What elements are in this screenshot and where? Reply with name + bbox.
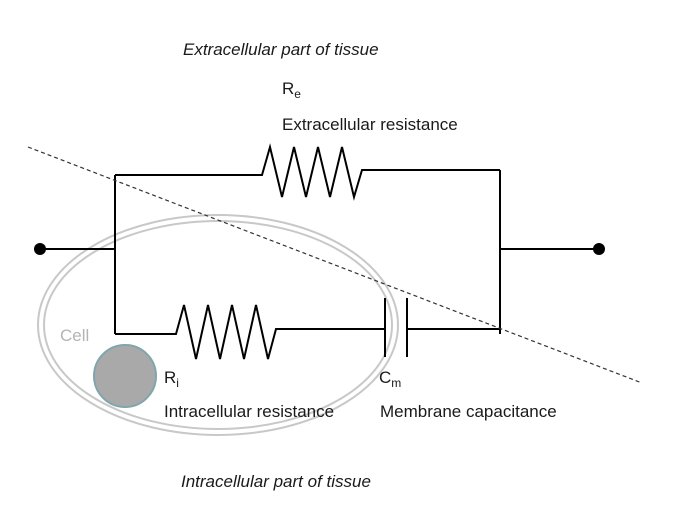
intracellular-region-label: Intracellular part of tissue [181,472,371,491]
cell-membrane [37,214,399,436]
membrane-capacitance-label: Membrane capacitance [380,402,557,421]
right-terminal [593,243,605,255]
extracellular-region-label: Extracellular part of tissue [183,40,379,59]
re-label: Re [282,79,301,101]
nucleus [93,344,157,408]
cell-label: Cell [60,326,89,345]
ri-label: Ri [164,368,179,390]
cm-label: Cm [379,368,401,390]
extracellular-resistance-label: Extracellular resistance [282,115,458,134]
tissue-divider [27,146,643,384]
intracellular-resistor [115,304,385,360]
extracellular-resistor [115,143,500,201]
left-terminal [34,243,46,255]
intracellular-resistance-label: Intracellular resistance [164,402,334,421]
